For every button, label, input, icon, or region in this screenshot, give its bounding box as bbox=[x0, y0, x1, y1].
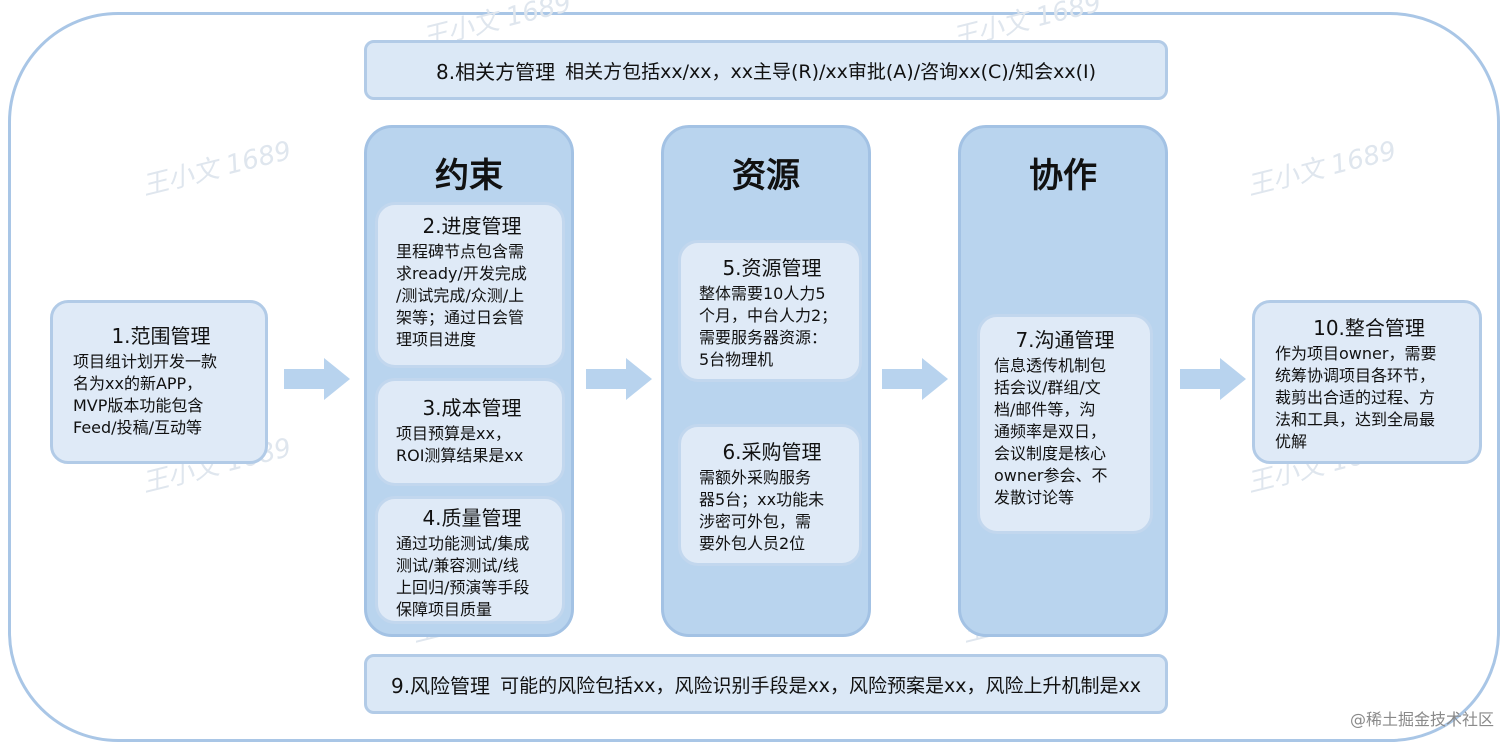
cost-card: 3.成本管理 项目预算是xx， ROI测算结果是xx bbox=[375, 378, 565, 486]
card-line: 项目预算是xx， bbox=[396, 424, 511, 443]
card-line: 上回归/预演等手段 bbox=[396, 578, 530, 597]
integration-line: 裁剪出合适的过程、方 bbox=[1275, 388, 1436, 407]
scope-line: 项目组计划开发一款 bbox=[73, 352, 218, 371]
card-line: /测试完成/众测/上 bbox=[396, 286, 525, 305]
column-header: 约束 bbox=[435, 156, 503, 196]
scope-line: 名为xx的新APP， bbox=[73, 374, 203, 393]
card-line: 需额外采购服务 bbox=[699, 468, 812, 487]
card-line: 涉密可外包，需 bbox=[699, 512, 812, 531]
card-line: 测试/兼容测试/线 bbox=[396, 556, 519, 575]
card-line: 要外包人员2位 bbox=[699, 534, 806, 553]
card-line: 个月，中台人力2； bbox=[699, 306, 838, 325]
risk-body: 可能的风险包括xx，风险识别手段是xx，风险预案是xx，风险上升机制是xx bbox=[500, 674, 1142, 697]
card-title: 4.质量管理 bbox=[422, 506, 522, 530]
card-line: 求ready/开发完成 bbox=[396, 264, 527, 283]
card-title: 3.成本管理 bbox=[422, 396, 522, 420]
stakeholder-title: 8.相关方管理 bbox=[436, 59, 556, 84]
integration-line: 统筹协调项目各环节， bbox=[1275, 366, 1436, 385]
card-line: 会议制度是核心 bbox=[994, 444, 1107, 463]
resource-column: 资源 5.资源管理 整体需要10人力5 个月，中台人力2； 需要服务器资源： 5… bbox=[661, 125, 871, 637]
card-line: 整体需要10人力5 bbox=[699, 284, 826, 303]
card-line: 需要服务器资源： bbox=[699, 328, 828, 347]
constraint-column: 约束 2.进度管理 里程碑节点包含需 求ready/开发完成 /测试完成/众测/… bbox=[364, 125, 574, 637]
procurement-card: 6.采购管理 需额外采购服务 器5台；xx功能未 涉密可外包，需 要外包人员2位 bbox=[678, 424, 862, 566]
card-line: ROI测算结果是xx bbox=[396, 446, 524, 465]
scope-line: Feed/投稿/互动等 bbox=[73, 418, 202, 437]
integration-card: 10.整合管理 作为项目owner，需要 统筹协调项目各环节， 裁剪出合适的过程… bbox=[1252, 300, 1482, 464]
risk-title: 9.风险管理 bbox=[390, 673, 491, 698]
stakeholder-banner: 8.相关方管理 相关方包括xx/xx，xx主导(R)/xx审批(A)/咨询xx(… bbox=[364, 40, 1168, 100]
communication-card: 7.沟通管理 信息透传机制包 括会议/群组/文 档/邮件等，沟 通频率是双日， … bbox=[977, 314, 1153, 534]
risk-banner: 9.风险管理 可能的风险包括xx，风险识别手段是xx，风险预案是xx，风险上升机… bbox=[364, 654, 1168, 714]
card-line: 架等；通过日会管 bbox=[396, 308, 525, 327]
scope-line: MVP版本功能包含 bbox=[73, 396, 204, 415]
resource-card: 5.资源管理 整体需要10人力5 个月，中台人力2； 需要服务器资源： 5台物理… bbox=[678, 240, 862, 382]
card-title: 7.沟通管理 bbox=[1015, 328, 1115, 352]
schedule-card: 2.进度管理 里程碑节点包含需 求ready/开发完成 /测试完成/众测/上 架… bbox=[375, 202, 565, 368]
column-header: 协作 bbox=[1029, 156, 1097, 196]
card-line: owner参会、不 bbox=[994, 466, 1108, 485]
card-line: 信息透传机制包 bbox=[994, 356, 1107, 375]
flow-arrow-icon bbox=[882, 358, 948, 400]
card-line: 里程碑节点包含需 bbox=[396, 242, 525, 261]
card-line: 档/邮件等，沟 bbox=[994, 400, 1096, 419]
column-header: 资源 bbox=[732, 156, 800, 196]
card-title: 5.资源管理 bbox=[722, 256, 822, 280]
flow-arrow-icon bbox=[586, 358, 652, 400]
integration-line: 优解 bbox=[1275, 432, 1308, 451]
integration-title: 10.整合管理 bbox=[1313, 316, 1425, 340]
quality-card: 4.质量管理 通过功能测试/集成 测试/兼容测试/线 上回归/预演等手段 保障项… bbox=[375, 496, 565, 624]
scope-title: 1.范围管理 bbox=[111, 324, 211, 348]
card-title: 2.进度管理 bbox=[422, 214, 522, 238]
flow-arrow-icon bbox=[1180, 358, 1246, 400]
integration-line: 法和工具，达到全局最 bbox=[1275, 410, 1436, 429]
integration-line: 作为项目owner，需要 bbox=[1275, 344, 1437, 363]
card-line: 发散讨论等 bbox=[994, 488, 1075, 507]
stakeholder-body: 相关方包括xx/xx，xx主导(R)/xx审批(A)/咨询xx(C)/知会xx(… bbox=[565, 60, 1096, 83]
card-line: 保障项目质量 bbox=[396, 600, 493, 619]
collaboration-column: 协作 7.沟通管理 信息透传机制包 括会议/群组/文 档/邮件等，沟 通频率是双… bbox=[958, 125, 1168, 637]
flow-arrow-icon bbox=[284, 358, 350, 400]
card-title: 6.采购管理 bbox=[722, 440, 822, 464]
scope-card: 1.范围管理 项目组计划开发一款 名为xx的新APP， MVP版本功能包含 Fe… bbox=[50, 300, 268, 464]
card-line: 器5台；xx功能未 bbox=[699, 490, 825, 509]
card-line: 通频率是双日， bbox=[994, 422, 1107, 441]
card-line: 通过功能测试/集成 bbox=[396, 534, 530, 553]
card-line: 括会议/群组/文 bbox=[994, 378, 1101, 397]
card-line: 理项目进度 bbox=[396, 330, 477, 349]
card-line: 5台物理机 bbox=[699, 350, 774, 369]
source-credit: @稀土掘金技术社区 bbox=[1349, 710, 1494, 729]
